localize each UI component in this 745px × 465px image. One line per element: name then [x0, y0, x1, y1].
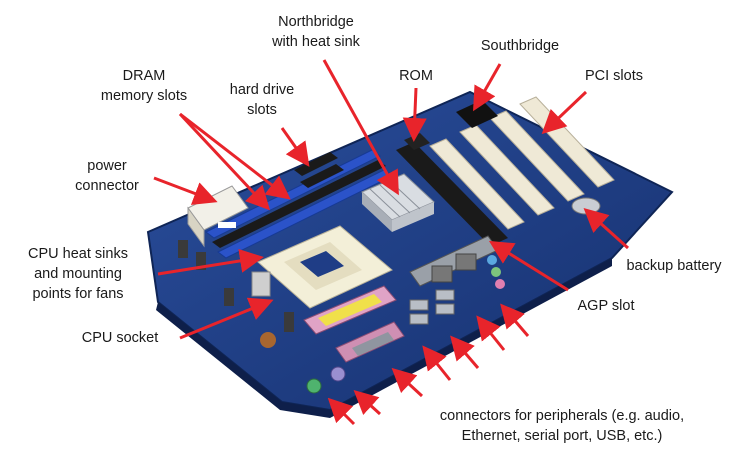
arrow-periph-4 — [422, 345, 452, 381]
io-panel-part — [409, 235, 505, 289]
ps2-keyboard-port-part — [330, 366, 346, 382]
hard-drive-connectors-part — [294, 152, 344, 188]
arrow-hard-drive — [280, 127, 310, 167]
label-agp: AGP slot — [577, 298, 635, 314]
label-pci: PCI slots — [584, 68, 643, 84]
label-cpu-socket: CPU socket — [81, 330, 159, 346]
arrow-periph-5 — [450, 335, 480, 369]
label-backup-battery: backup battery — [626, 258, 722, 274]
board-edge — [156, 258, 612, 418]
capacitors-part — [178, 222, 294, 348]
agp-slot-part — [396, 142, 508, 246]
arrows — [153, 59, 630, 426]
cpu-socket-part — [251, 225, 393, 309]
arrow-northbridge — [322, 59, 399, 196]
arrow-periph-1 — [327, 397, 356, 426]
power-connector-part — [187, 185, 249, 248]
label-rom: ROM — [399, 68, 433, 84]
parallel-serial-ports-part — [303, 285, 405, 363]
arrow-rom — [402, 87, 427, 142]
arrow-power — [153, 176, 218, 205]
label-southbridge: Southbridge — [480, 38, 560, 54]
label-peripherals: connectors for peripherals (e.g. audio,E… — [439, 408, 685, 444]
arrow-cpu-socket — [179, 297, 274, 340]
arrow-periph-7 — [500, 303, 530, 337]
arrow-cpu-heat — [157, 248, 264, 276]
arrow-dram-2 — [178, 112, 271, 211]
backup-battery-part — [571, 197, 601, 215]
arrow-agp — [488, 240, 569, 292]
arrow-southbridge — [473, 63, 502, 112]
arrow-dram — [179, 112, 291, 200]
usb-ports-part — [409, 289, 455, 325]
arrow-periph-2 — [353, 389, 382, 416]
arrow-periph-6 — [476, 315, 506, 351]
arrow-battery — [583, 207, 630, 250]
northbridge-heatsink-part — [361, 173, 435, 232]
arrow-periph-3 — [391, 367, 424, 398]
ps2-mouse-port-part — [306, 378, 322, 394]
arrow-pci — [541, 90, 588, 135]
